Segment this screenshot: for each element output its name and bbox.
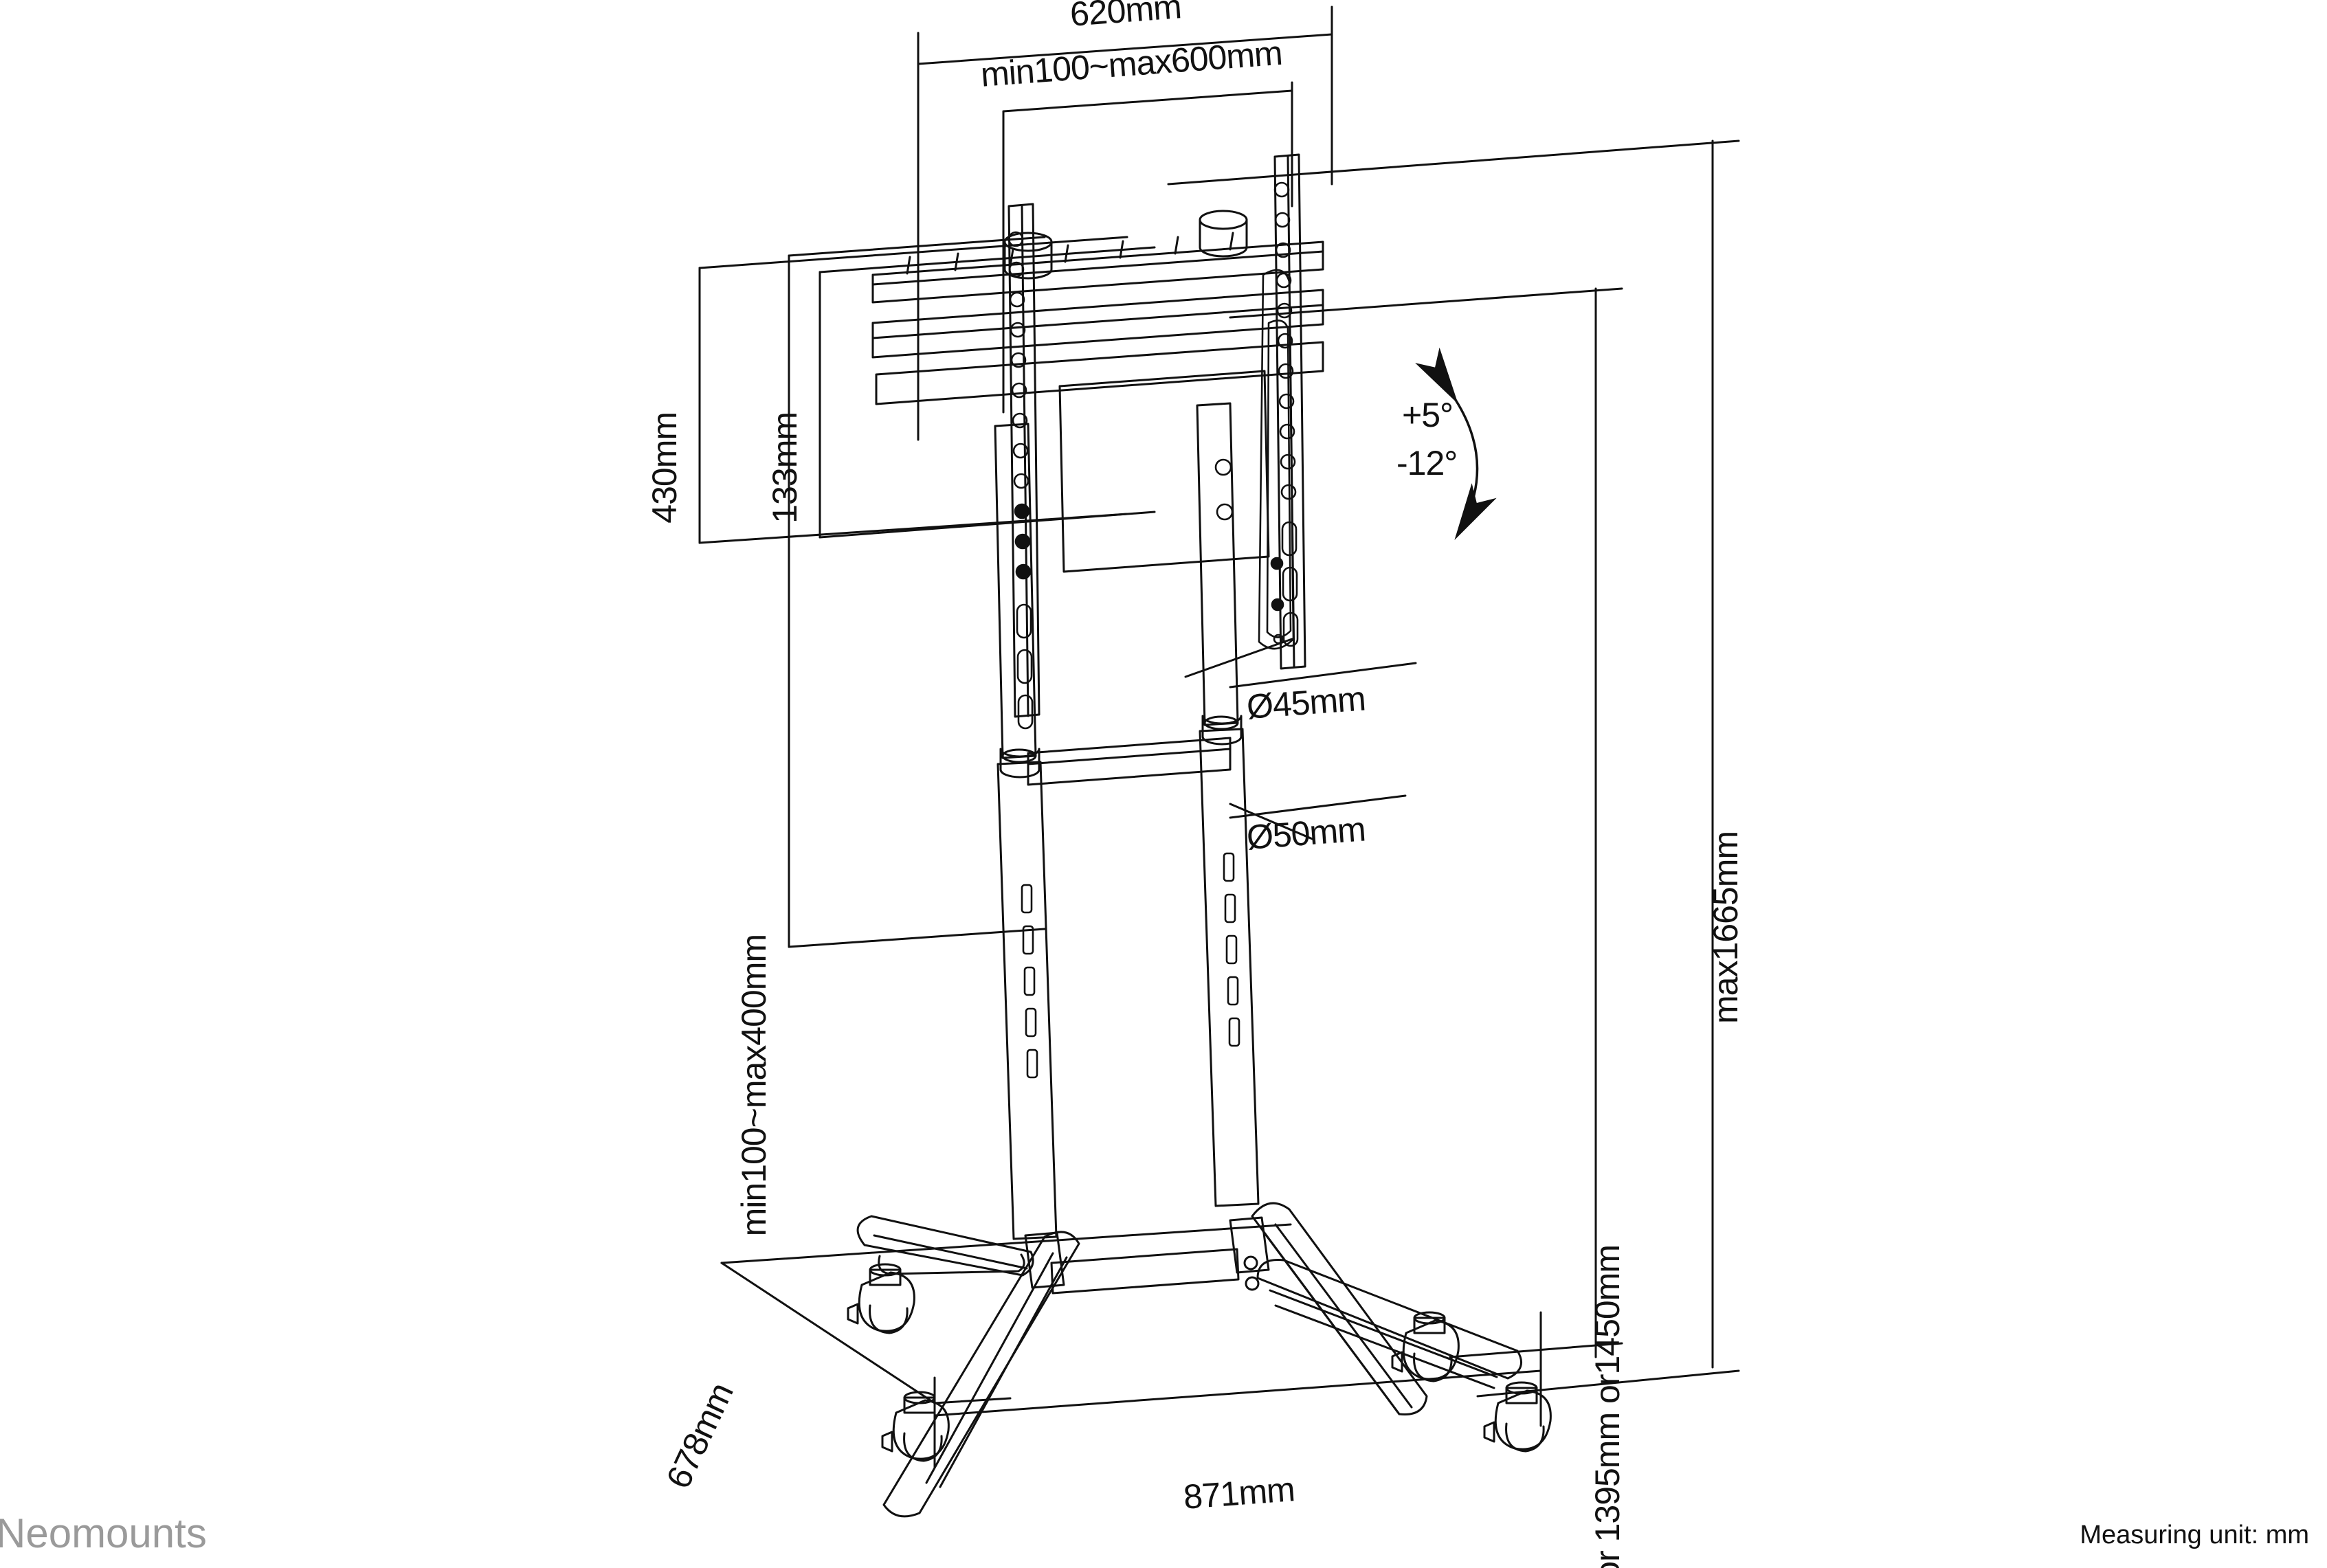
tube-collar-right — [1201, 715, 1243, 746]
dim-label-max1665: max1665mm — [1706, 831, 1745, 1024]
dim-label-vesa-height: min100~max400mm — [735, 934, 773, 1237]
height-adjust-slots-right — [1223, 852, 1240, 1047]
dim-line-vesa-width — [1002, 81, 1293, 414]
base-rear-tube — [1050, 1248, 1240, 1295]
base-leg-back-left — [856, 1215, 1034, 1277]
upper-tube-right — [1196, 402, 1239, 730]
tube-collar-left — [999, 748, 1040, 779]
pivot-hub-right — [1199, 210, 1248, 258]
bracket-bolt-hole — [1214, 458, 1234, 521]
vesa-rail-left — [1007, 203, 1040, 718]
column-crossbar — [1027, 737, 1232, 786]
dim-line-max1665 — [1167, 139, 1740, 1398]
tilt-arc — [1415, 347, 1497, 541]
lower-tube-left — [997, 761, 1058, 1240]
mount-plate — [875, 341, 1324, 405]
dim-label-height-steps: 1285mm or 1340mm or 1395mm or1450mm — [1588, 1245, 1627, 1568]
pivot-hub-left — [1003, 232, 1053, 280]
dim-label-871: 871mm — [1182, 1470, 1296, 1516]
leader-d45 — [1184, 638, 1417, 688]
vesa-hole-pattern-left — [1007, 231, 1034, 730]
height-adjust-slots-left — [1021, 884, 1038, 1079]
measuring-unit-note: Measuring unit: mm — [2080, 1521, 2309, 1549]
dim-label-430: 430mm — [645, 412, 684, 524]
castor-back-right — [1391, 1311, 1460, 1382]
base-leg-front-left — [882, 1231, 1080, 1518]
dim-line-133 — [819, 246, 1156, 539]
dim-line-height-steps — [1229, 287, 1623, 1358]
leader-d50 — [1229, 794, 1407, 841]
castor-front-left — [881, 1391, 950, 1462]
leg-joint-left — [1024, 1231, 1065, 1289]
backing-plate — [1058, 370, 1270, 573]
brand-logo: Neomounts — [0, 1510, 207, 1556]
dim-label-tilt-down: -12° — [1396, 444, 1458, 482]
lower-tube-right — [1199, 728, 1260, 1207]
dim-label-tilt-up: +5° — [1402, 396, 1454, 434]
base-leg-back-right — [1251, 1202, 1428, 1415]
dim-label-133: 133mm — [766, 412, 804, 524]
tilt-hinge-bracket — [1258, 269, 1295, 650]
mount-bar-lower — [871, 289, 1324, 359]
base-leg-front-right — [1256, 1259, 1523, 1389]
castor-back-left — [847, 1263, 915, 1334]
mount-bar-upper — [871, 232, 1324, 304]
leg-joint-right — [1229, 1216, 1270, 1291]
dim-line-vesa-height — [788, 236, 1046, 948]
castor-front-right — [1483, 1381, 1552, 1453]
